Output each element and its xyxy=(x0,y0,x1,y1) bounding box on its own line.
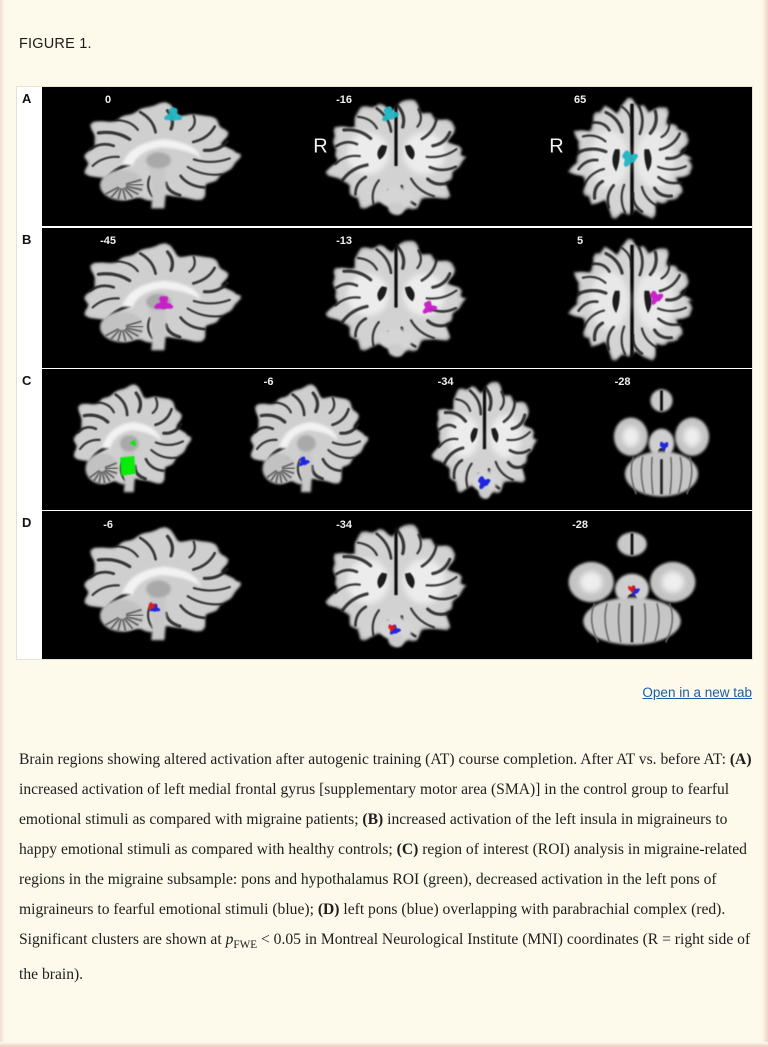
figure-panel-d: D -6 -34 -28 xyxy=(17,511,752,659)
figure-panel-c: C -6 -34 -28 xyxy=(17,369,752,510)
figure-panel-b: B -45 -13 5 xyxy=(17,228,752,368)
panel-letter-c: C xyxy=(22,373,32,388)
brain-slice-d-1: -6 xyxy=(42,511,278,659)
svg-text:R: R xyxy=(313,135,327,157)
caption-part-3: increased activation of the left insula … xyxy=(19,811,728,858)
svg-text:-34: -34 xyxy=(438,376,455,388)
panel-d-images: -6 -34 -28 xyxy=(42,511,752,659)
svg-text:R: R xyxy=(549,135,563,157)
svg-text:-16: -16 xyxy=(336,94,352,106)
caption-p-symbol: p xyxy=(225,931,234,948)
page-bottom-edge xyxy=(0,1042,768,1047)
brain-slice-b-3: 5 xyxy=(514,228,750,368)
svg-text:-6: -6 xyxy=(264,376,274,388)
svg-text:-28: -28 xyxy=(572,519,588,531)
brain-slice-c-2: -6 xyxy=(219,369,396,510)
caption-bold-c: (C) xyxy=(396,841,419,858)
caption-part-1: Brain regions showing altered activation… xyxy=(19,751,730,768)
open-in-new-tab-wrapper: Open in a new tab xyxy=(0,684,752,702)
page-right-edge xyxy=(762,0,768,1047)
panel-letter-d: D xyxy=(22,515,32,530)
panel-b-images: -45 -13 5 xyxy=(42,228,752,368)
figure-caption: Brain regions showing altered activation… xyxy=(19,745,755,990)
panel-letter-a: A xyxy=(22,91,32,106)
open-in-new-tab-link[interactable]: Open in a new tab xyxy=(642,685,752,700)
caption-part-6: < 0.05 in Montreal Neurological Institut… xyxy=(19,931,751,984)
svg-text:-45: -45 xyxy=(100,235,116,247)
panel-letter-b: B xyxy=(22,232,32,247)
brain-slice-c-3: -34 xyxy=(396,369,573,510)
brain-slice-c-4: -28 xyxy=(573,369,750,510)
brain-slice-c-1 xyxy=(42,369,219,510)
svg-text:0: 0 xyxy=(105,94,111,106)
brain-slice-b-1: -45 xyxy=(42,228,278,368)
brain-slice-a-1: 0 xyxy=(42,87,278,226)
caption-bold-a: (A) xyxy=(729,751,752,768)
caption-bold-b: (B) xyxy=(362,811,384,828)
caption-part-4: region of interest (ROI) analysis in mig… xyxy=(19,841,747,918)
svg-text:-34: -34 xyxy=(336,519,353,531)
caption-bold-d: (D) xyxy=(317,901,340,918)
panel-c-images: -6 -34 -28 xyxy=(42,369,752,510)
svg-text:-28: -28 xyxy=(615,376,631,388)
svg-text:5: 5 xyxy=(577,235,583,247)
brain-slice-d-2: -34 xyxy=(278,511,514,659)
svg-text:65: 65 xyxy=(574,94,586,106)
brain-slice-b-2: -13 xyxy=(278,228,514,368)
caption-part-2: increased activation of left medial fron… xyxy=(19,781,730,828)
caption-part-5: left pons (blue) overlapping with parabr… xyxy=(19,901,726,948)
page-left-edge xyxy=(0,0,5,1047)
brain-slice-d-3: -28 xyxy=(514,511,750,659)
caption-p-subscript: FWE xyxy=(233,939,258,952)
svg-text:-6: -6 xyxy=(103,519,113,531)
svg-text:-13: -13 xyxy=(336,235,352,247)
figure-number-label: FIGURE 1. xyxy=(19,36,92,52)
